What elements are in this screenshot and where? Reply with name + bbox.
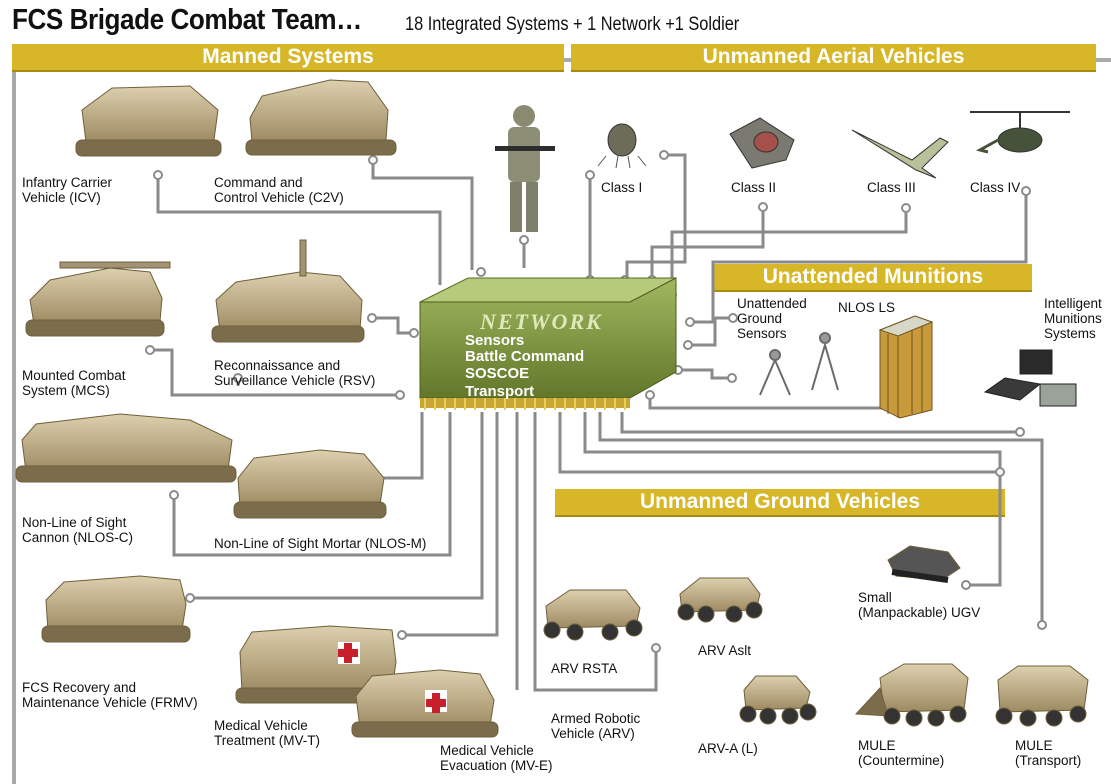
label-mcs: Mounted Combat System (MCS) <box>22 368 126 398</box>
label-small-ugv: Small (Manpackable) UGV <box>858 590 981 620</box>
uav-graphics <box>597 111 1070 179</box>
mve-graphic <box>351 669 499 738</box>
ims-graphic <box>983 349 1077 407</box>
label-class2: Class II <box>731 180 777 195</box>
mulecm-graphic <box>854 663 969 727</box>
ugv-graphics <box>543 545 1089 727</box>
label-nlosc: Non-Line of Sight Cannon (NLOS-C) <box>22 515 134 545</box>
manned-vehicles <box>15 79 499 738</box>
munition-graphics <box>759 315 1077 419</box>
class1-graphic <box>597 123 647 169</box>
label-mulecm: MULE (Countermine) <box>858 738 945 768</box>
frmv-graphic <box>41 575 191 643</box>
small-ugv-graphic <box>887 545 961 583</box>
network-logo: NETWORK <box>480 309 603 334</box>
label-mulet: MULE (Transport) <box>1015 738 1082 768</box>
mulet-graphic <box>995 665 1089 727</box>
title-subtitle: 18 Integrated Systems + 1 Network +1 Sol… <box>405 14 740 35</box>
label-c2v: Command and Control Vehicle (C2V) <box>214 175 344 205</box>
network-item-transport: Transport <box>465 383 535 400</box>
network-item-battle-command: Battle Command <box>465 348 585 365</box>
label-frmv: FCS Recovery and Maintenance Vehicle (FR… <box>22 680 198 710</box>
banner-uav: Unmanned Aerial Vehicles <box>571 44 1096 72</box>
class3-graphic <box>851 129 949 179</box>
network-item-sensors: Sensors <box>465 332 525 349</box>
title-main: FCS Brigade Combat Team… <box>12 4 362 36</box>
nlosls-graphic <box>878 315 934 419</box>
network-item-soscoe: SOSCOE <box>465 365 530 382</box>
rsv-graphic <box>211 239 365 343</box>
label-arval: ARV-A (L) <box>698 741 758 756</box>
banner-manned: Manned Systems <box>12 44 564 72</box>
banner-ugv: Unmanned Ground Vehicles <box>555 489 1005 517</box>
label-rsv: Reconnaissance and Surveillance Vehicle … <box>214 358 376 388</box>
page-title: FCS Brigade Combat Team… 18 Integrated S… <box>12 4 739 37</box>
label-nlosm: Non-Line of Sight Mortar (NLOS-M) <box>214 536 427 551</box>
arval-graphic <box>739 675 817 725</box>
label-arvrsta: ARV RSTA <box>551 661 618 676</box>
nlosm-graphic <box>233 449 387 519</box>
label-mve: Medical Vehicle Evacuation (MV-E) <box>440 743 553 773</box>
label-class4: Class IV <box>970 180 1021 195</box>
label-nlosls: NLOS LS <box>838 300 896 315</box>
arvrsta-graphic <box>543 589 643 641</box>
label-arvaslt: ARV Aslt <box>698 643 752 658</box>
label-class3: Class III <box>867 180 916 195</box>
banner-munitions: Unattended Munitions <box>714 264 1032 292</box>
nloc-graphic <box>15 413 237 483</box>
label-class1: Class I <box>601 180 643 195</box>
c2v-graphic <box>245 79 397 156</box>
ugs-graphic <box>759 332 839 396</box>
class2-graphic <box>729 117 795 169</box>
mvt-graphic <box>235 625 399 704</box>
label-mvt: Medical Vehicle Treatment (MV-T) <box>214 718 321 748</box>
network-chip <box>419 277 677 410</box>
label-arv: Armed Robotic Vehicle (ARV) <box>551 711 641 741</box>
mcs-graphic <box>25 261 171 337</box>
label-ugs: Unattended Ground Sensors <box>737 296 807 341</box>
soldier-figure <box>495 105 555 232</box>
class4-graphic <box>970 111 1070 154</box>
arvaslt-graphic <box>677 577 763 623</box>
icv-graphic <box>75 85 222 157</box>
label-ims: Intelligent Munitions Systems <box>1044 296 1102 341</box>
label-icv: Infantry Carrier Vehicle (ICV) <box>22 175 113 205</box>
